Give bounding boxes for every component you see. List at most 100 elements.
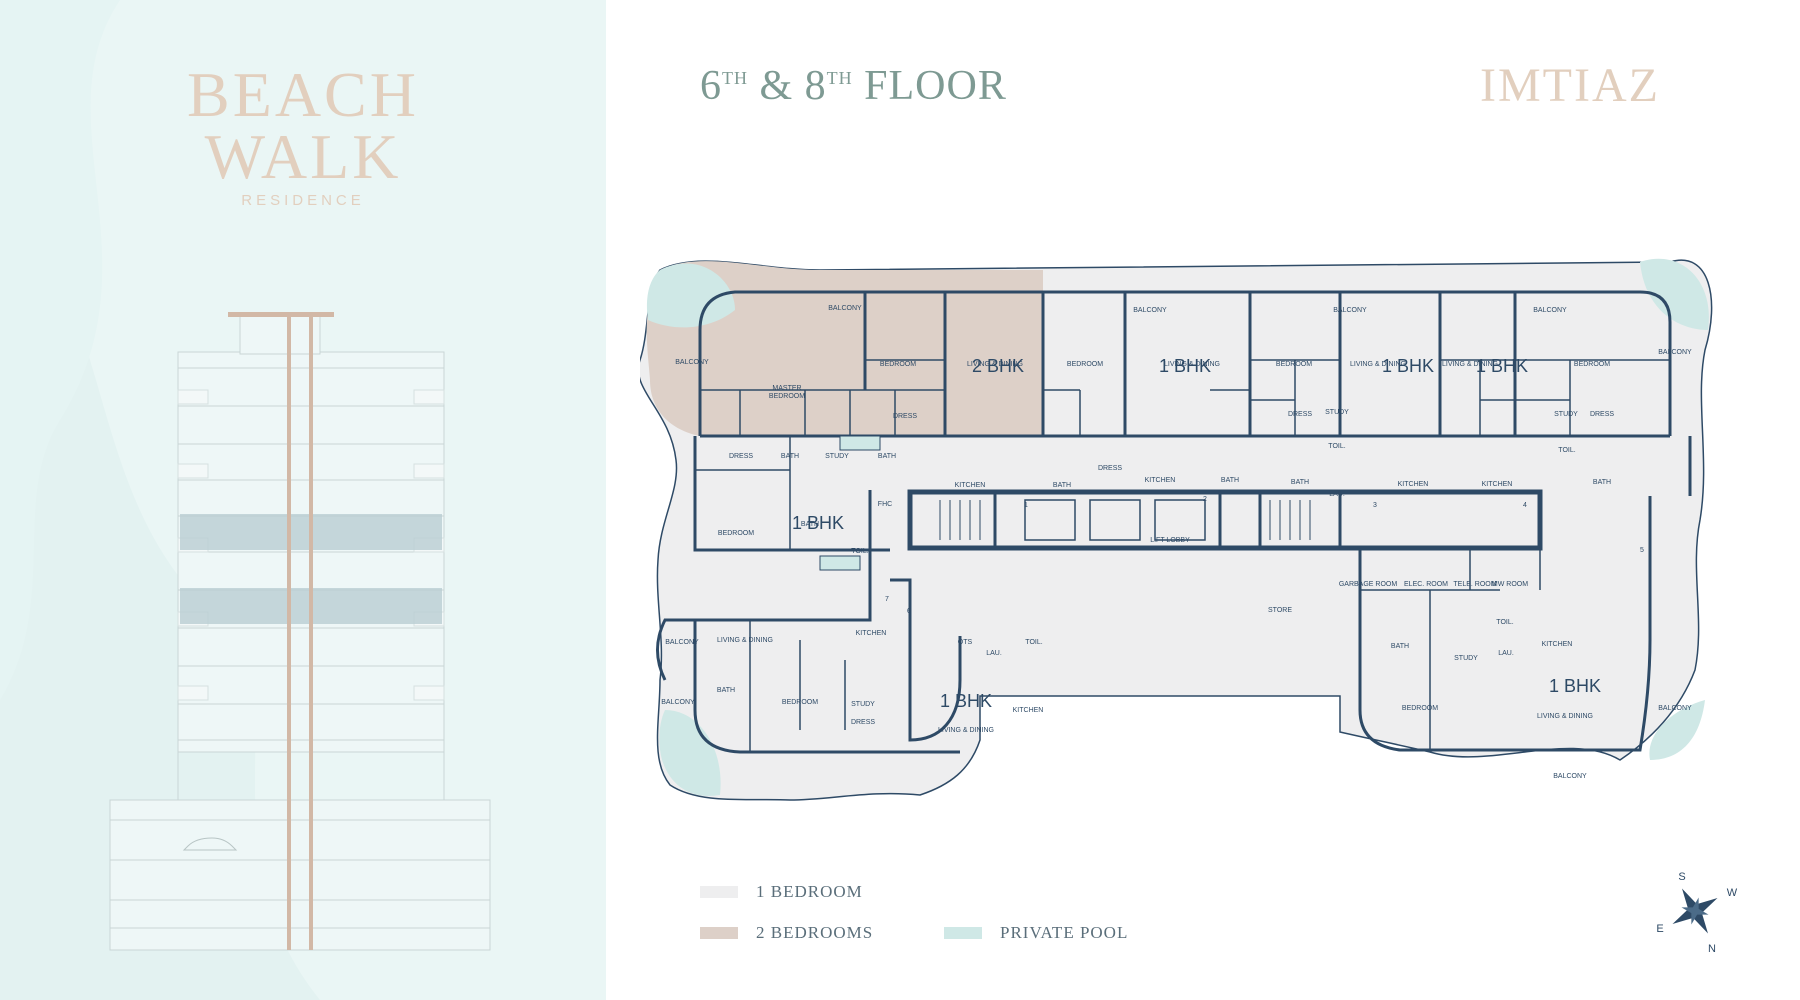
room-label: BATH xyxy=(717,687,735,694)
room-label: BALCONY xyxy=(665,639,699,646)
room-label: STUDY xyxy=(1554,411,1578,418)
floor-ampersand: & xyxy=(759,63,794,109)
room-label: LIVING & DINING xyxy=(1164,361,1220,368)
room-label: BALCONY xyxy=(1133,307,1167,314)
private-pool xyxy=(646,263,735,328)
floor-title: 6TH & 8TH FLOOR xyxy=(700,62,1007,110)
floor-word: FLOOR xyxy=(864,63,1007,109)
room-label: LIVING & DINING xyxy=(967,361,1023,368)
room-label: KITCHEN xyxy=(1013,707,1044,714)
room-label: BEDROOM xyxy=(880,361,916,368)
legend-item-private-pool: PRIVATE POOL xyxy=(944,923,1128,943)
room-label: TOIL. xyxy=(1025,639,1042,646)
room-label: STORE xyxy=(1268,607,1292,614)
room-label: LAU. xyxy=(986,650,1002,657)
room-label: DRESS xyxy=(1098,465,1122,472)
brand-line-1: BEACH xyxy=(187,59,419,130)
room-label: LAU. xyxy=(1498,650,1514,657)
room-label: BEDROOM xyxy=(718,530,754,537)
room-label: FHC xyxy=(878,501,892,508)
room-label: TOIL. xyxy=(1496,619,1513,626)
entry-marker: 2 xyxy=(1203,496,1207,503)
legend-label: 1 BEDROOM xyxy=(756,882,863,901)
compass-north: N xyxy=(1708,943,1716,955)
room-label: BEDROOM xyxy=(769,393,805,400)
unit-label: 1 BHK xyxy=(1382,356,1434,376)
brand-line-3: RESIDENCE xyxy=(241,192,365,209)
room-label: DRESS xyxy=(729,453,753,460)
private-pool xyxy=(1640,258,1709,330)
room-label: STUDY xyxy=(1325,409,1349,416)
room-label: TOIL. xyxy=(1328,443,1345,450)
room-label: DRESS xyxy=(1288,411,1312,418)
compass-south: S xyxy=(1678,871,1685,883)
room-label: MASTER xyxy=(772,385,801,392)
legend-item-1-bedroom: 1 BEDROOM xyxy=(700,882,863,902)
room-label: TOIL. xyxy=(1558,447,1575,454)
entry-marker: 4 xyxy=(1523,502,1527,509)
room-label: BEDROOM xyxy=(1276,361,1312,368)
compass-east: E xyxy=(1656,923,1663,935)
room-label: BEDROOM xyxy=(1402,705,1438,712)
room-label: OTS xyxy=(958,639,973,646)
developer-logo: IMTIAZ xyxy=(1480,59,1660,112)
legend-swatch xyxy=(944,927,982,939)
room-label: BALCONY xyxy=(1533,307,1567,314)
room-label: STUDY xyxy=(1454,655,1478,662)
room-label: LIFT LOBBY xyxy=(1150,537,1190,544)
room-label: BALCONY xyxy=(828,305,862,312)
room-label: BALCONY xyxy=(1658,705,1692,712)
unit-label: 1 BHK xyxy=(1159,356,1211,376)
room-label: BATH xyxy=(1053,482,1071,489)
room-label: BATH xyxy=(1391,643,1409,650)
left-panel: BEACH WALK RESIDENCE xyxy=(0,0,606,1000)
unit-label: 1 BHK xyxy=(940,691,992,711)
room-label: BATH xyxy=(1221,477,1239,484)
room-label: MW ROOM xyxy=(1492,581,1528,588)
room-label: TOIL. xyxy=(851,548,868,555)
room-label: BATH xyxy=(1291,479,1309,486)
private-pool xyxy=(1649,700,1705,760)
unit-label: 1 BHK xyxy=(792,513,844,533)
brand-line-2: WALK xyxy=(204,121,402,192)
room-label: BEDROOM xyxy=(1574,361,1610,368)
entry-marker: 6 xyxy=(907,608,911,615)
floor-plan: 2 BHK 1 BHK 1 BHK 1 BHK 1 BHK 1 BHK 1 BH… xyxy=(640,258,1713,801)
room-label: KITCHEN xyxy=(955,482,986,489)
room-label: BATH xyxy=(878,453,896,460)
room-label: DRESS xyxy=(893,413,917,420)
room-label: BALCONY xyxy=(675,359,709,366)
room-label: BEDROOM xyxy=(782,699,818,706)
room-label: KITCHEN xyxy=(1542,641,1573,648)
room-label: BALCONY xyxy=(661,699,695,706)
room-label: KITCHEN xyxy=(1482,481,1513,488)
room-label: BATH xyxy=(781,453,799,460)
room-label: TELE. ROOM xyxy=(1453,581,1496,588)
room-label: BATH xyxy=(801,521,819,528)
floor-suffix-b: TH xyxy=(826,68,853,88)
floor-number-b: 8 xyxy=(804,63,827,109)
room-label: LIVING & DINING xyxy=(717,637,773,644)
room-label: KITCHEN xyxy=(856,630,887,637)
room-label: LIVING & DINING xyxy=(1442,361,1498,368)
room-label: STUDY xyxy=(851,701,875,708)
room-label: LAU. xyxy=(1329,491,1345,498)
legend-swatch xyxy=(700,886,738,898)
room-label: KITCHEN xyxy=(1145,477,1176,484)
room-label: KITCHEN xyxy=(1398,481,1429,488)
room-label: STUDY xyxy=(825,453,849,460)
entry-marker: 5 xyxy=(1640,547,1644,554)
legend-label: PRIVATE POOL xyxy=(1000,923,1129,942)
entry-marker: 7 xyxy=(885,596,889,603)
room-label: LIVING & DINING xyxy=(1537,713,1593,720)
entry-marker: 1 xyxy=(1024,502,1028,509)
room-label: DRESS xyxy=(851,719,875,726)
unit-label: 1 BHK xyxy=(1549,676,1601,696)
legend-swatch xyxy=(700,927,738,939)
building-elevation xyxy=(109,312,491,951)
unit-label: 2 BHK xyxy=(972,356,1024,376)
floor-number-a: 6 xyxy=(700,63,722,109)
compass-west: W xyxy=(1727,887,1738,899)
room-label: ELEC. ROOM xyxy=(1404,581,1448,588)
room-label: DRESS xyxy=(1590,411,1614,418)
